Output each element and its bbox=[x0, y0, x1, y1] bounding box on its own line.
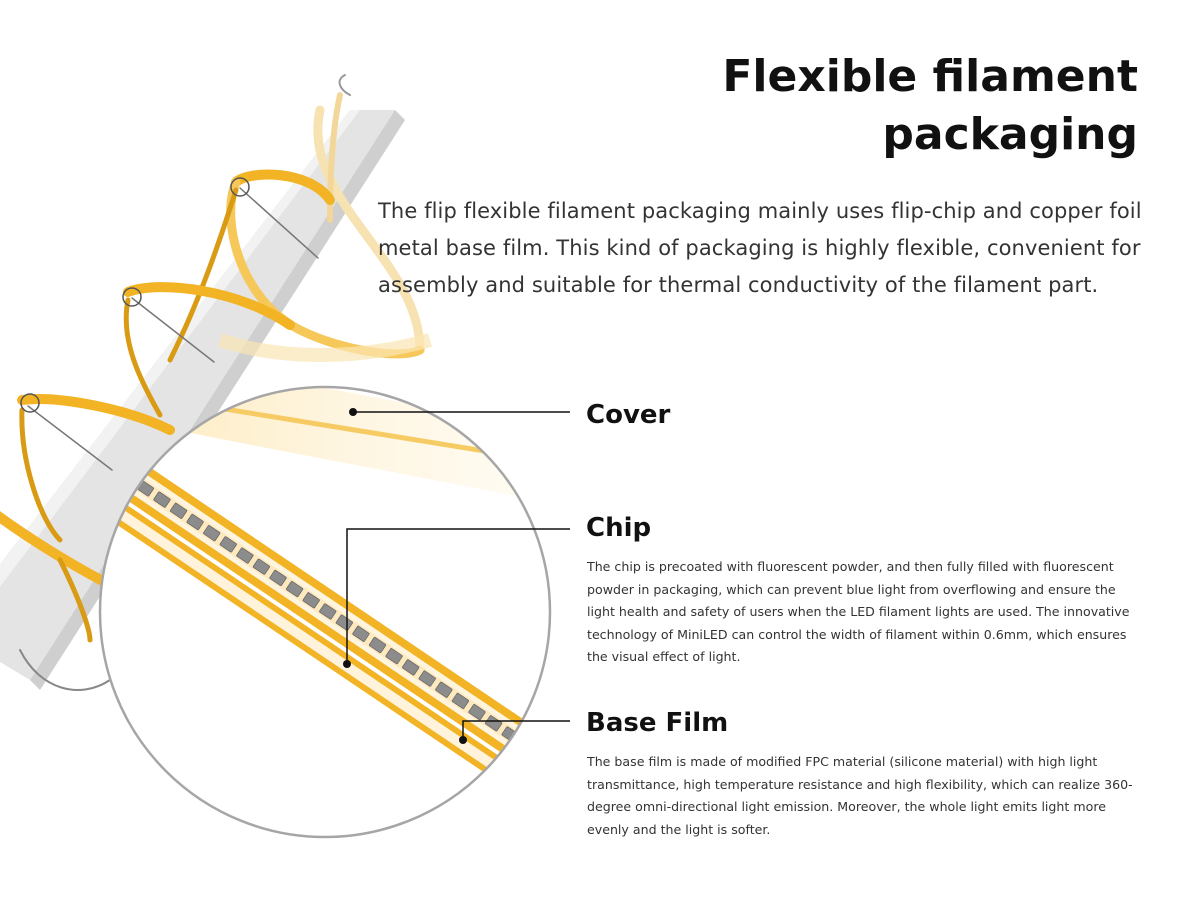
page-title: Flexible filament packaging bbox=[722, 51, 1138, 160]
base-film-title: Base Film bbox=[586, 708, 729, 738]
chip-description: The chip is precoated with fluorescent p… bbox=[587, 559, 1130, 664]
chip-title: Chip bbox=[586, 513, 652, 543]
cover-title: Cover bbox=[586, 400, 671, 430]
callout-cover bbox=[349, 408, 570, 416]
magnifier-circle bbox=[98, 385, 552, 839]
base-film-description: The base film is made of modified FPC ma… bbox=[587, 754, 1133, 837]
callout-base-film bbox=[459, 720, 570, 744]
intro-paragraph: The flip flexible filament packaging mai… bbox=[378, 199, 1142, 297]
callout-chip bbox=[343, 528, 570, 668]
